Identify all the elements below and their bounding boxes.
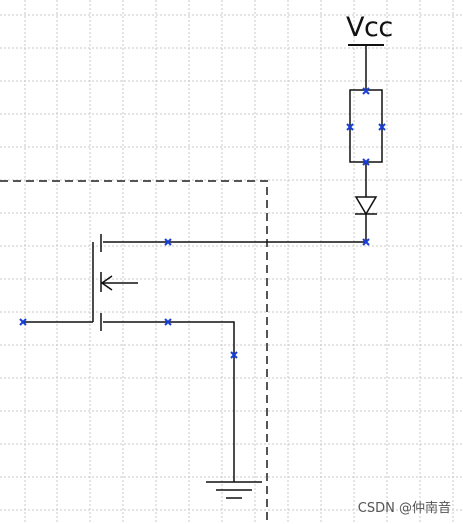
node-marker: [346, 123, 354, 131]
node-marker: [19, 318, 27, 326]
node-marker: [362, 238, 370, 246]
node-marker: [164, 318, 172, 326]
node-marker: [378, 123, 386, 131]
vcc-label: Vcc: [346, 12, 393, 43]
node-marker: [230, 351, 238, 359]
watermark: CSDN @仲南音: [357, 501, 451, 516]
mosfet-icon: [92, 234, 138, 331]
diode-icon: [354, 196, 378, 216]
dashed-boundary: [0, 180, 268, 524]
source-wire: [103, 321, 235, 482]
node-marker: [362, 158, 370, 166]
node-marker: [164, 238, 172, 246]
ground-icon: [206, 481, 262, 499]
node-marker: [362, 87, 370, 95]
wires: [23, 44, 384, 482]
resistor: [349, 89, 383, 163]
connection-markers: [19, 87, 386, 359]
